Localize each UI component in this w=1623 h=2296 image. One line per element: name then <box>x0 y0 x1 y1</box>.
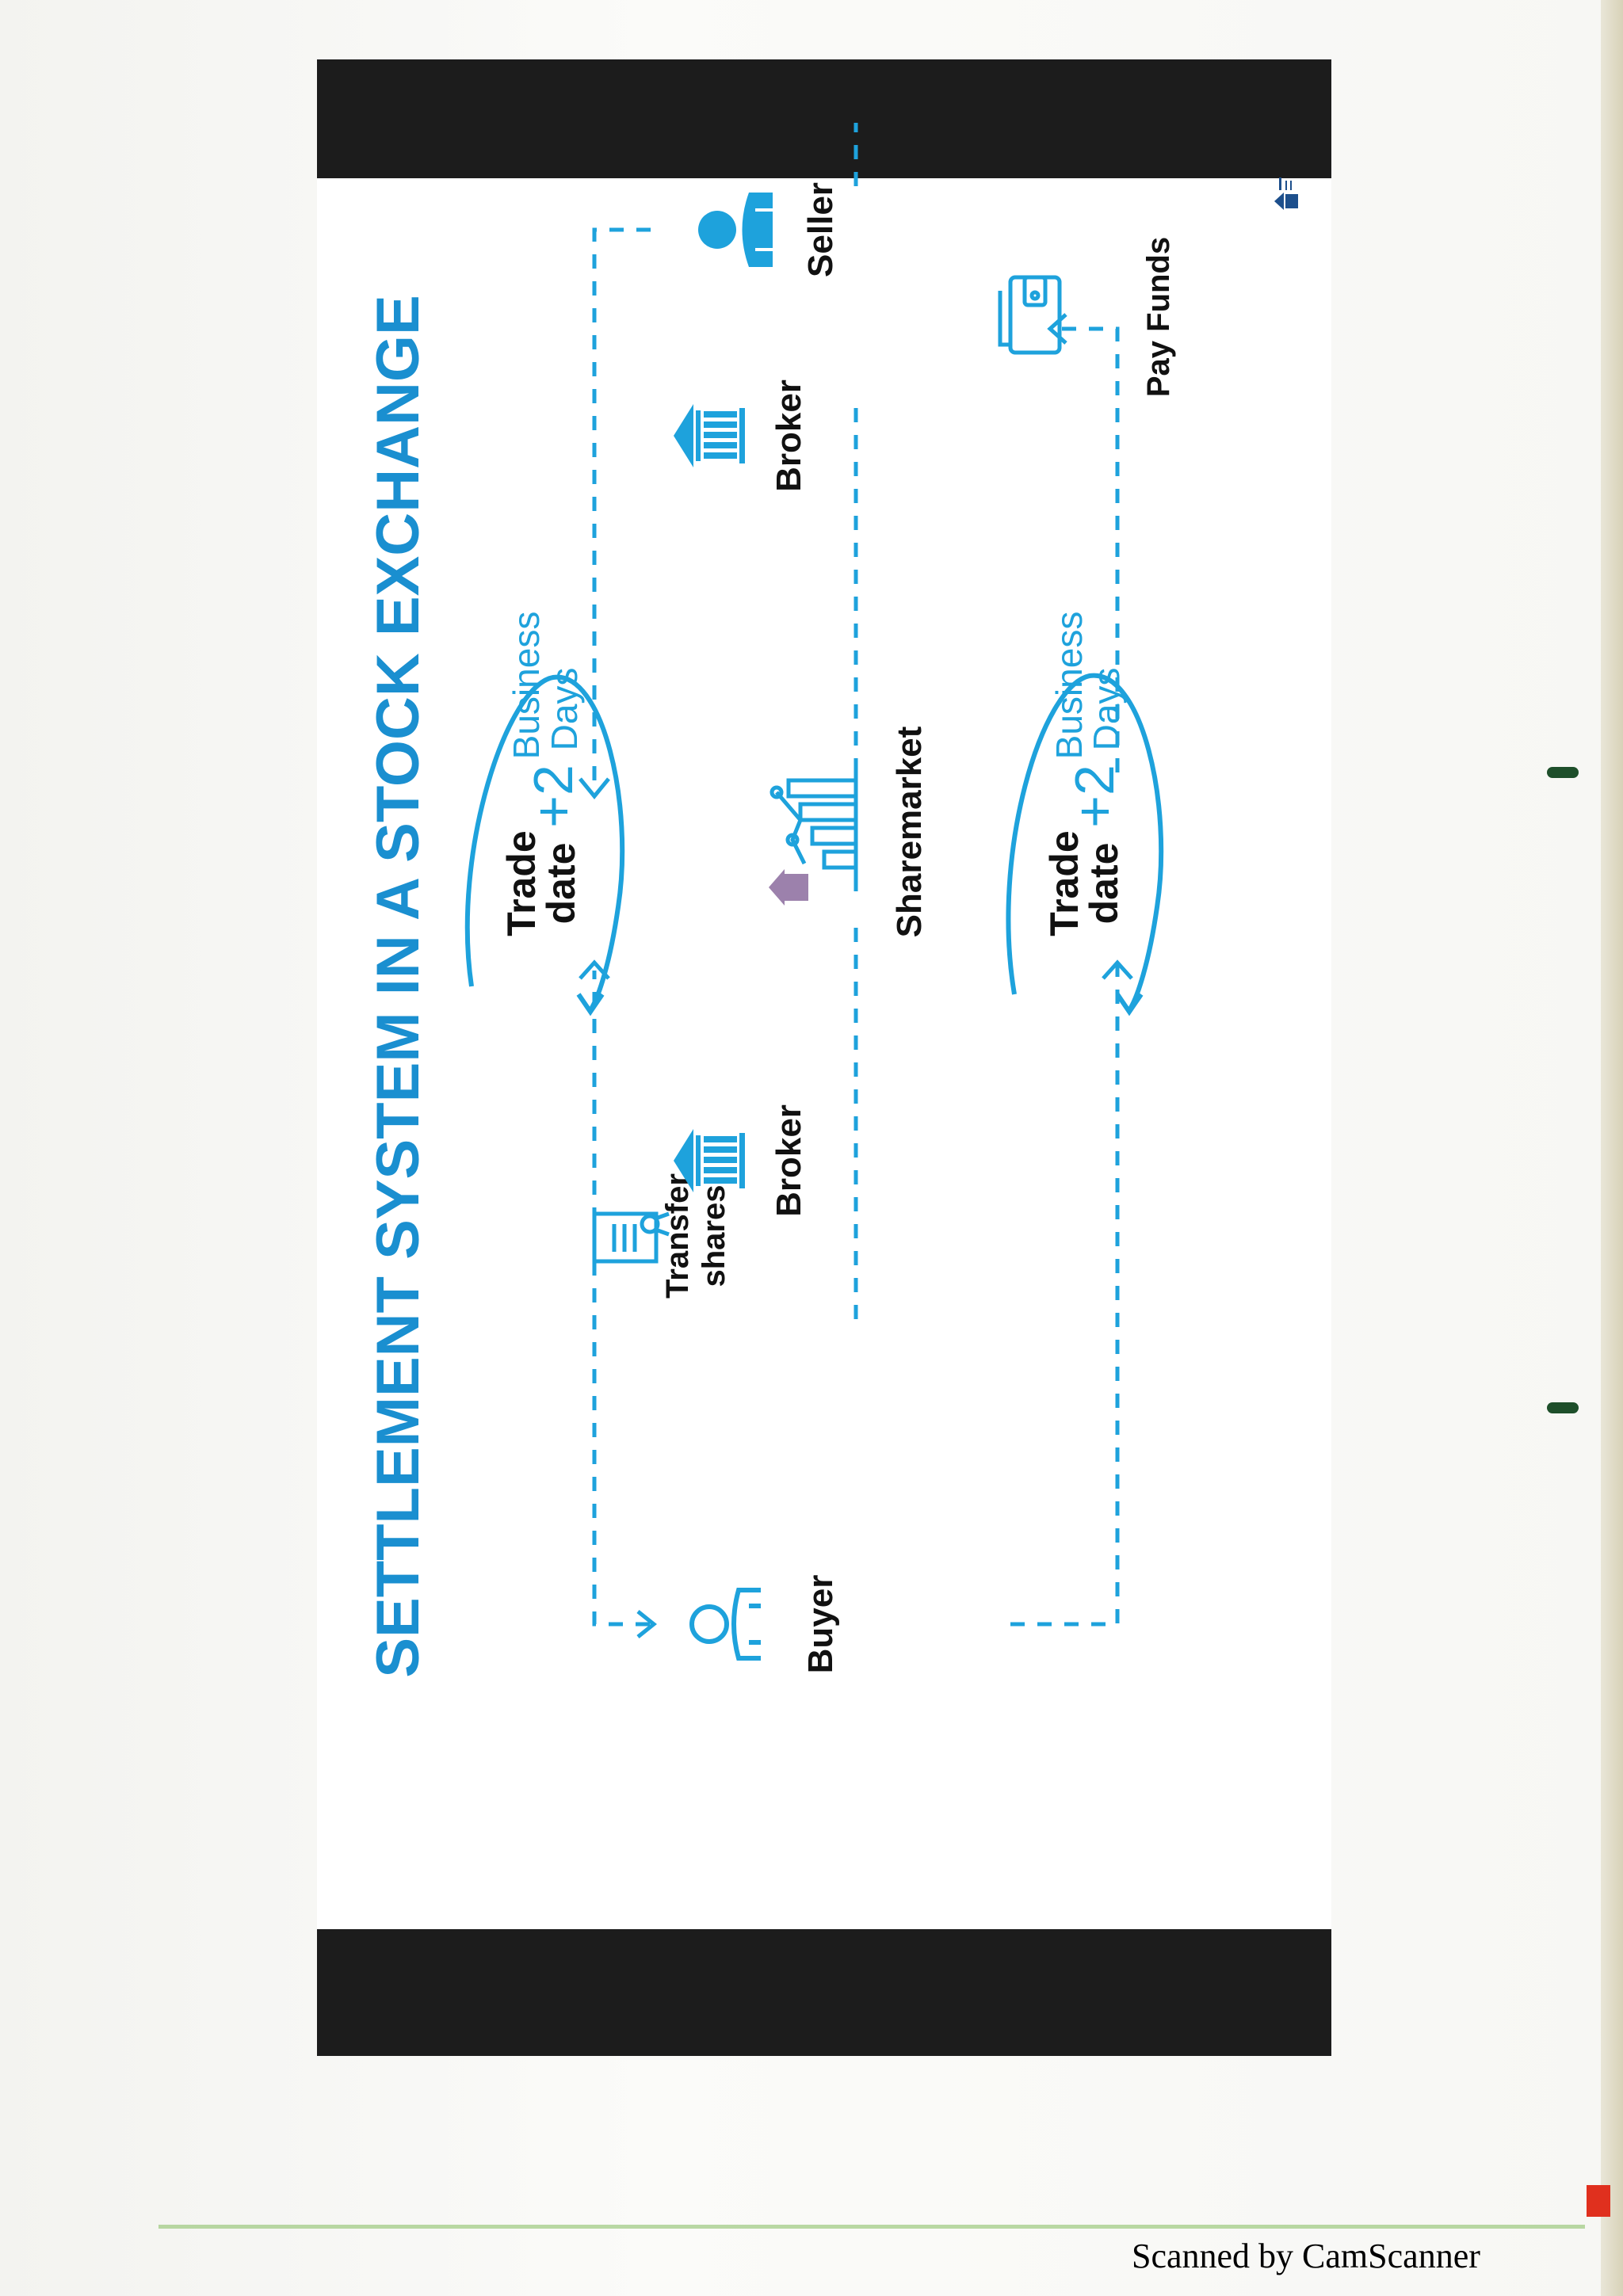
flow-lines <box>592 123 1120 1627</box>
broker-left-icon <box>674 1129 745 1192</box>
wallet-icon <box>998 275 1062 355</box>
plus-two-top: +2 <box>522 765 584 828</box>
date-label-bottom: date <box>1082 843 1126 925</box>
top-left-flow <box>592 971 650 1627</box>
settlement-diagram: SETTLEMENT SYSTEM IN A STOCK EXCHANGE Bu… <box>317 59 1331 2056</box>
broker-left-label: Broker <box>769 1104 808 1217</box>
broker-right-icon <box>674 404 745 467</box>
left-black-bar <box>317 1929 1331 2056</box>
corner-logo-icon <box>1274 177 1298 210</box>
paper-edge <box>1601 0 1623 2296</box>
paper-margin-line <box>158 2225 1585 2229</box>
plus-two-bottom: +2 <box>1064 765 1125 828</box>
pay-funds-label: Pay Funds <box>1141 237 1176 397</box>
right-black-bar <box>317 59 1331 178</box>
bottom-right-flow <box>1054 326 1120 772</box>
certificate-icon <box>592 1211 670 1264</box>
binding-hole <box>1547 767 1579 778</box>
paper-corner-mark <box>1587 2185 1610 2217</box>
transfer-shares-label-1: Transfer <box>660 1173 695 1299</box>
binding-hole <box>1547 1402 1579 1413</box>
logo-watermark-icon <box>769 869 808 906</box>
trade-label-bottom: Trade <box>1042 830 1086 936</box>
business-label-top: Business <box>506 612 547 760</box>
date-label-top: date <box>539 843 583 925</box>
sharemarket-label: Sharemarket <box>890 726 929 937</box>
diagram-title: SETTLEMENT SYSTEM IN A STOCK EXCHANGE <box>365 295 432 1677</box>
buyer-icon <box>689 1588 761 1661</box>
sharemarket-icon <box>769 765 858 906</box>
seller-label: Seller <box>801 182 840 277</box>
business-label-bottom: Business <box>1048 612 1090 760</box>
trade-label-top: Trade <box>499 830 544 936</box>
top-right-flow <box>592 227 654 780</box>
scanner-footer: Scanned by CamScanner <box>1132 2237 1480 2275</box>
settlement-cycle-top: Trade date +2 Business Days <box>464 612 625 1016</box>
arrow-from-seller-top <box>579 777 610 799</box>
arrow-trade-bottom <box>1102 959 1133 980</box>
broker-right-label: Broker <box>769 379 808 492</box>
bottom-left-flow <box>1010 963 1120 1627</box>
arrow-to-buyer <box>636 1610 658 1638</box>
settlement-cycle-bottom: Trade date +2 Business Days <box>1006 612 1164 1016</box>
days-label-top: Days <box>544 668 585 751</box>
days-label-bottom: Days <box>1086 668 1127 751</box>
transfer-shares-label-2: shares <box>697 1185 731 1287</box>
buyer-label: Buyer <box>801 1575 840 1674</box>
slide-background <box>317 59 1331 2056</box>
